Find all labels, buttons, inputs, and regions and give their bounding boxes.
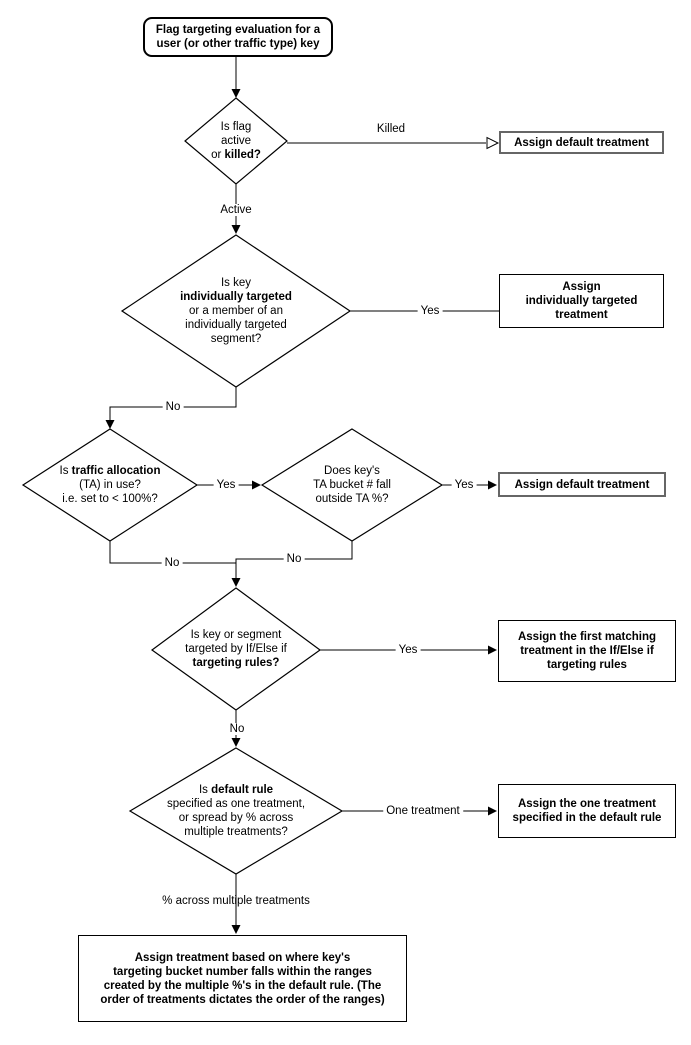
decision-shapes: [21, 97, 444, 875]
arrowhead-to-d4: [252, 480, 261, 490]
edge-label-yes-d4: Yes: [451, 479, 477, 491]
diamond-flag-active-or-killed: [184, 97, 288, 185]
edge-label-no-d3: No: [161, 557, 183, 569]
edge-label-killed: Killed: [376, 123, 406, 135]
edge-label-one-treatment: One treatment: [383, 805, 463, 817]
diamond-traffic-allocation: [21, 428, 199, 542]
edge-label-no-d4: No: [283, 553, 305, 565]
edge-label-yes-d5: Yes: [395, 644, 421, 656]
edge-label-active: Active: [217, 204, 255, 216]
diamond-individually-targeted: [120, 234, 352, 388]
edge-label-no-d2: No: [162, 401, 184, 413]
edge-label-yes-d2: Yes: [417, 305, 443, 317]
edge-d3-no: [109, 541, 236, 564]
arrowhead-to-d2: [231, 225, 241, 234]
diamond-targeting-rules: [150, 587, 322, 711]
arrowhead-to-d1: [231, 89, 241, 98]
arrowhead-to-d5: [231, 578, 241, 587]
edge-label-yes-d3: Yes: [213, 479, 239, 491]
arrowhead-to-d6: [231, 738, 241, 747]
arrowhead-to-b3: [488, 480, 497, 490]
assign-default-treatment-box-2: Assign default treatment: [498, 472, 666, 497]
arrowhead-to-b6: [231, 925, 241, 934]
hollow-arrowhead-to-b1: [486, 136, 500, 150]
edge-label-no-d5: No: [226, 723, 248, 735]
arrowheads: [105, 89, 497, 934]
arrowhead-to-b4: [488, 645, 497, 655]
decision-traffic-allocation-text: Is traffic allocation(TA) in use?i.e. se…: [59, 465, 161, 505]
edge-label-pct-across: % across multiple treatments: [162, 895, 310, 907]
arrowhead-to-d3: [105, 420, 115, 429]
arrowhead-to-b5: [488, 806, 497, 816]
diamond-default-rule: [128, 747, 344, 875]
diamond-ta-bucket: [260, 428, 444, 542]
assign-default-treatment-box-1: Assign default treatment: [499, 131, 664, 154]
